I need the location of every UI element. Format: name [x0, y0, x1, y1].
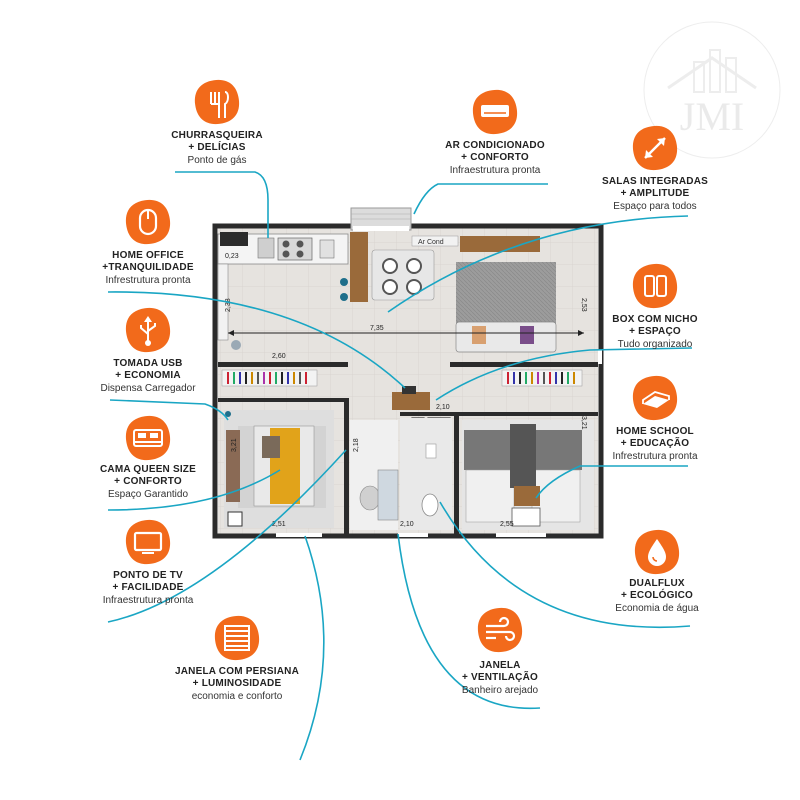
mouse-icon [125, 199, 171, 245]
feature-home-school-title: HOME SCHOOL [616, 426, 694, 437]
feature-dualflux-detail: Economia de água [615, 603, 699, 614]
dim-218: 2,18 [353, 438, 360, 452]
feature-cama-queen-detail: Espaço Garantido [107, 489, 189, 500]
watermark-text: JMI [680, 94, 744, 139]
feature-home-office: HOME OFFICE+TRANQUILIDADE Infrestrutura p… [53, 250, 243, 287]
dim-321a: 3,21 [231, 438, 238, 452]
feature-tomada-usb-benefit: + ECONOMIA [115, 370, 181, 381]
dim-253: 2,53 [580, 298, 587, 312]
feature-cama-queen-title: CAMA QUEEN SIZE [100, 464, 196, 475]
expand-arrows-icon [632, 125, 678, 171]
feature-ar-condicionado-title: AR CONDICIONADO [445, 140, 545, 151]
feature-tomada-usb: TOMADA USB+ ECONOMIA Dispensa Carregador [53, 358, 243, 395]
feature-janela-persiana-title: JANELA COM PERSIANA [175, 666, 299, 677]
feature-ar-condicionado: AR CONDICIONADO+ CONFORTO Infraestrutura … [400, 140, 590, 177]
feature-janela-ventilacao-benefit: + VENTILAÇÃO [461, 672, 539, 683]
feature-salas-integradas-title: SALAS INTEGRADAS [602, 176, 708, 187]
connector-tomada-usb [109, 399, 229, 421]
feature-box-com-nicho: BOX COM NICHO+ ESPAÇO Tudo organizado [560, 314, 750, 351]
usb-icon [125, 307, 171, 353]
feature-box-com-nicho-detail: Tudo organizado [617, 339, 693, 350]
feature-ar-condicionado-detail: Infraestrutura pronta [449, 165, 541, 176]
feature-ponto-tv: PONTO DE TV+ FACILIDADE Infraestrutura pr… [53, 570, 243, 607]
ar-cond-label: Ar Cond [418, 239, 444, 246]
feature-ar-condicionado-benefit: + CONFORTO [461, 152, 529, 163]
dim-251: 2,51 [272, 521, 286, 528]
connector-janela-persiana [299, 535, 325, 761]
dim-735: 7,35 [370, 325, 384, 332]
feature-churrasqueira-detail: Ponto de gás [187, 155, 247, 166]
feature-cama-queen: CAMA QUEEN SIZE+ CONFORTO Espaço Garantid… [53, 464, 243, 501]
feature-janela-persiana: JANELA COM PERSIANA+ LUMINOSIDADE economi… [142, 666, 332, 703]
window-blinds-icon [214, 615, 260, 661]
connector-dualflux [439, 501, 691, 629]
feature-ponto-tv-title: PONTO DE TV [113, 570, 183, 581]
wardrobe-left [221, 369, 318, 387]
feature-tomada-usb-detail: Dispensa Carregador [100, 383, 196, 394]
feature-box-com-nicho-title: BOX COM NICHO [612, 314, 698, 325]
connector-churrasqueira [175, 171, 269, 238]
water-drop-icon [634, 529, 680, 575]
dim-023: 0,23 [225, 253, 239, 260]
feature-salas-integradas-detail: Espaço para todos [613, 201, 697, 212]
feature-salas-integradas: SALAS INTEGRADAS+ AMPLITUDE Espaço para t… [560, 176, 750, 213]
dim-321b: 3,21 [580, 416, 587, 430]
connector-salas-integradas [387, 215, 689, 313]
wind-icon [477, 607, 523, 653]
connector-box-nicho [435, 347, 693, 401]
feature-home-office-benefit: +TRANQUILIDADE [102, 262, 194, 273]
feature-churrasqueira-benefit: + DELÍCIAS [188, 142, 246, 153]
dim-255: 2,55 [500, 521, 514, 528]
feature-janela-ventilacao-title: JANELA [479, 660, 521, 671]
dim-210a: 2,10 [436, 404, 450, 411]
connector-cama-queen [107, 469, 281, 511]
connector-home-office [107, 291, 406, 389]
tv-icon [125, 519, 171, 565]
feature-home-school-detail: Infrestrutura pronta [612, 451, 698, 462]
connector-janela-ventilacao [397, 533, 541, 710]
feature-janela-ventilacao: JANELA+ VENTILAÇÃO Banheiro arejado [405, 660, 595, 697]
wardrobe-right [501, 369, 583, 387]
connector-ponto-tv [107, 449, 347, 623]
connector-ar-condicionado [413, 183, 548, 215]
feature-home-school-benefit: + EDUCAÇÃO [620, 438, 690, 449]
dim-210b: 2,10 [400, 521, 414, 528]
feature-dualflux-benefit: + ECOLÓGICO [621, 590, 693, 601]
feature-ponto-tv-detail: Infraestrutura pronta [102, 595, 194, 606]
feature-janela-persiana-detail: economia e conforto [191, 691, 283, 702]
air-conditioner-icon [472, 89, 518, 135]
dim-238: 2,38 [225, 298, 232, 312]
feature-salas-integradas-benefit: + AMPLITUDE [620, 188, 690, 199]
shower-niche-icon [632, 263, 678, 309]
feature-churrasqueira: CHURRASQUEIRA+ DELÍCIAS Ponto de gás [122, 130, 312, 167]
feature-dualflux-title: DUALFLUX [629, 578, 685, 589]
feature-dualflux: DUALFLUX+ ECOLÓGICO Economia de água [562, 578, 752, 615]
floor-plan: Ar Cond [212, 207, 604, 539]
bed-icon [125, 415, 171, 461]
watermark-logo: JMI [643, 21, 781, 159]
grill-tools-icon [194, 79, 240, 125]
dim-260: 2,60 [272, 353, 286, 360]
feature-home-office-detail: Infrestrutura pronta [105, 275, 191, 286]
feature-box-com-nicho-benefit: + ESPAÇO [629, 326, 681, 337]
feature-janela-ventilacao-detail: Banheiro arejado [461, 685, 539, 696]
connector-home-school [535, 465, 688, 499]
feature-janela-persiana-benefit: + LUMINOSIDADE [192, 678, 282, 689]
feature-ponto-tv-benefit: + FACILIDADE [112, 582, 184, 593]
feature-churrasqueira-title: CHURRASQUEIRA [171, 130, 263, 141]
feature-home-school: HOME SCHOOL+ EDUCAÇÃO Infrestrutura pront… [560, 426, 750, 463]
feature-cama-queen-benefit: + CONFORTO [114, 476, 182, 487]
feature-tomada-usb-title: TOMADA USB [113, 358, 183, 369]
book-icon [632, 375, 678, 421]
connector-lines [107, 171, 693, 761]
feature-home-office-title: HOME OFFICE [112, 250, 184, 261]
